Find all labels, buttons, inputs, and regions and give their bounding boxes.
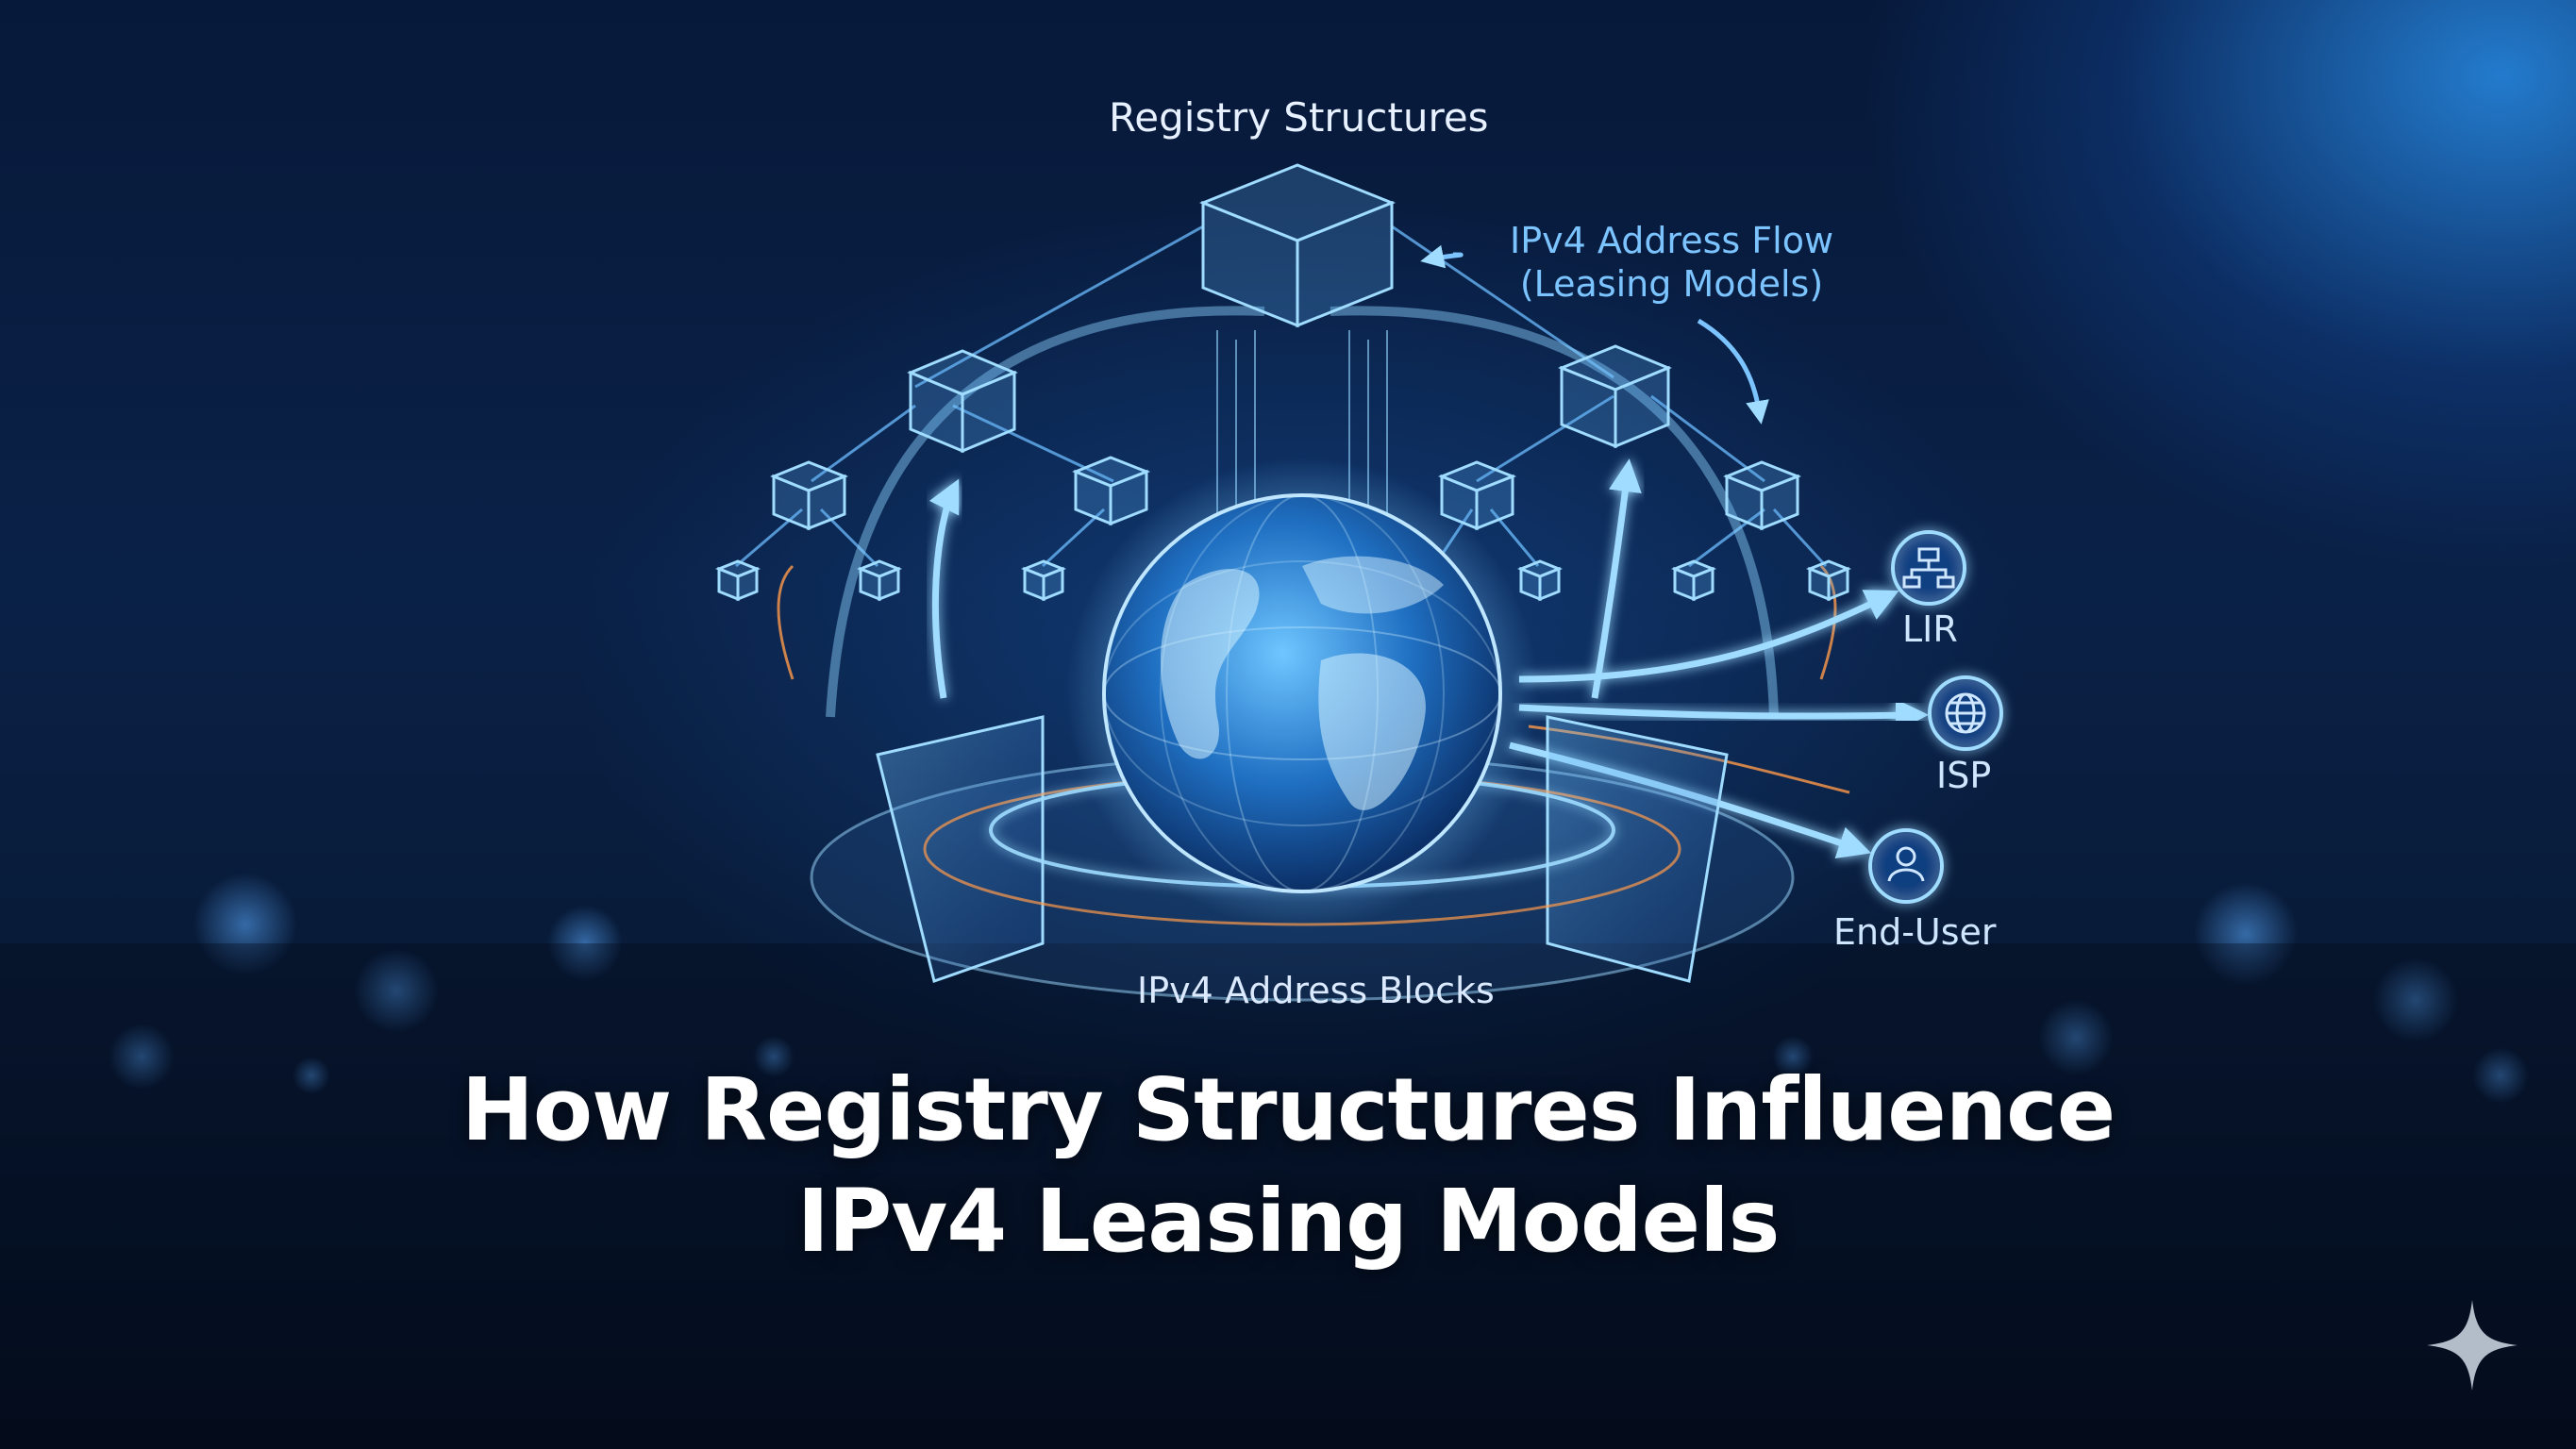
small-cube: [1723, 460, 1802, 531]
user-icon: [1887, 846, 1925, 882]
lir-node: [1891, 530, 1966, 606]
isp-node: [1928, 675, 2003, 751]
tiny-cube: [1516, 559, 1564, 602]
sparkle-icon: [2427, 1300, 2517, 1391]
globe-icon: [1945, 692, 1986, 734]
tiny-cube: [714, 559, 761, 602]
bokeh-background: [0, 873, 2576, 1449]
isp-label: ISP: [1936, 755, 1992, 796]
registry-structures-label: Registry Structures: [1109, 94, 1489, 141]
headline-line-2: IPv4 Leasing Models: [796, 1171, 1781, 1272]
tiny-cube: [856, 559, 903, 602]
small-cube: [1072, 456, 1151, 526]
registry-cubes: [714, 163, 1852, 602]
end-user-label: End-User: [1833, 911, 1997, 953]
small-cube: [770, 460, 849, 531]
address-blocks-label: IPv4 Address Blocks: [1137, 970, 1495, 1011]
globe: [1066, 458, 1538, 929]
headline-line-1: How Registry Structures Influence: [460, 1059, 2116, 1160]
tiny-cube: [1670, 559, 1717, 602]
hierarchy-icon: [1902, 547, 1955, 589]
tiny-cube: [1020, 559, 1067, 602]
mid-cube-right: [1557, 344, 1672, 449]
headline: How Registry Structures Influence IPv4 L…: [0, 1055, 2576, 1277]
lir-label: LIR: [1902, 608, 1958, 650]
address-flow-label: IPv4 Address Flow (Leasing Models): [1510, 220, 1834, 305]
end-user-node: [1868, 828, 1944, 904]
mid-cube-left: [907, 349, 1018, 454]
tiny-cube: [1805, 559, 1852, 602]
top-registry-cube: [1198, 163, 1397, 328]
